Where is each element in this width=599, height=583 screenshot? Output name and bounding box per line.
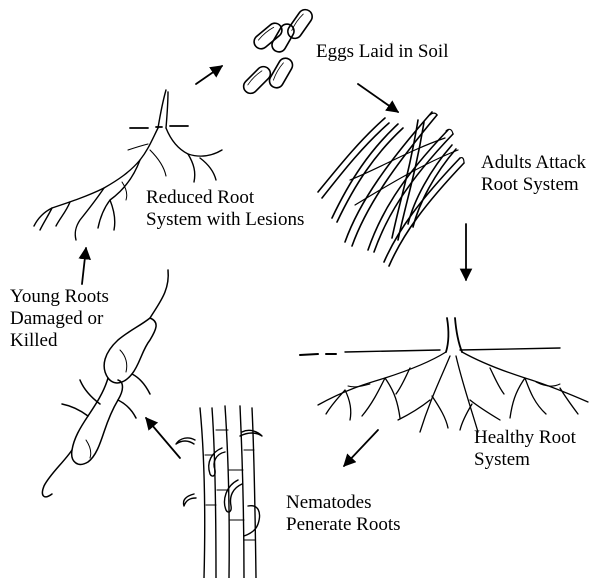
arrow-penetrate-to-young	[146, 418, 180, 458]
arrow-young-to-reduced	[82, 248, 86, 284]
eggs-illustration	[241, 7, 315, 96]
label-adults-attack-root-system: Adults Attack Root System	[481, 152, 586, 196]
label-eggs-laid-in-soil: Eggs Laid in Soil	[316, 41, 448, 63]
cycle-arrows	[82, 66, 466, 466]
adult-nematodes-illustration	[318, 112, 464, 266]
label-nematodes-penetrate-roots: Nematodes Penerate Roots	[286, 492, 401, 536]
arrow-eggs-to-adults	[358, 84, 398, 112]
label-reduced-root-system: Reduced Root System with Lesions	[146, 187, 304, 231]
root-penetration-illustration	[176, 406, 262, 578]
arrow-healthy-to-penetrate	[344, 430, 378, 466]
label-young-roots-damaged: Young Roots Damaged or Killed	[10, 286, 109, 352]
arrow-reduced-to-eggs	[196, 66, 222, 84]
healthy-root-system-illustration	[300, 318, 588, 432]
label-healthy-root-system: Healthy Root System	[474, 427, 576, 471]
